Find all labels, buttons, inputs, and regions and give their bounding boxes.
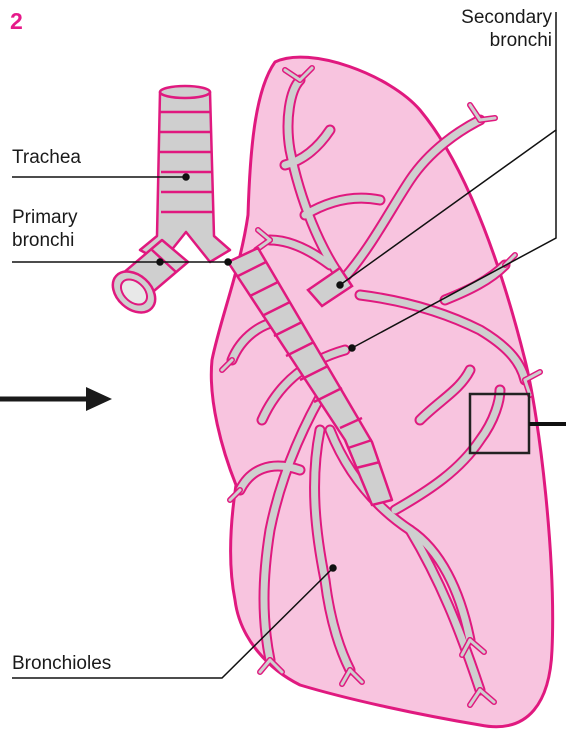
label-trachea: Trachea: [12, 146, 81, 169]
label-bronchioles: Bronchioles: [12, 652, 111, 675]
flow-arrow-icon: [0, 387, 112, 411]
step-number: 2: [10, 8, 23, 34]
left-primary-bronchus: [105, 240, 188, 321]
label-secondary-bronchi: Secondary bronchi: [461, 6, 552, 52]
label-primary-bronchi: Primary bronchi: [12, 206, 77, 252]
